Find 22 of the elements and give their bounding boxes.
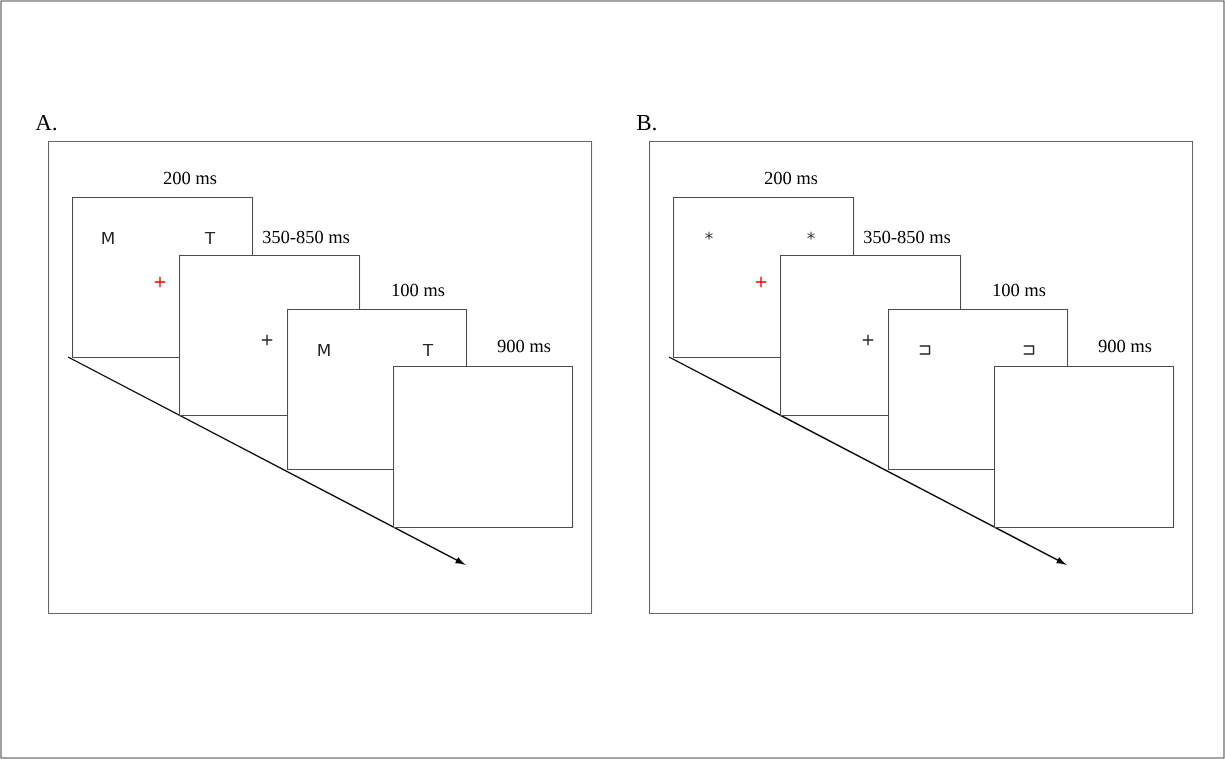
duration-label: 900 ms — [1098, 339, 1152, 353]
stimulus-symbol: T — [422, 343, 434, 357]
stimulus-symbol: T — [204, 231, 216, 245]
stimulus-symbol: + — [755, 276, 767, 288]
duration-label: 100 ms — [392, 283, 445, 297]
stimulus-symbol: ⊐ — [919, 345, 931, 355]
duration-label: 200 ms — [163, 171, 217, 185]
duration-label: 350-850 ms — [864, 230, 951, 244]
duration-label: 350-850 ms — [263, 230, 350, 244]
stimulus-symbol: M — [102, 231, 114, 245]
stimulus-symbol: * — [705, 231, 713, 240]
stimulus-symbol: ⊐ — [1023, 345, 1035, 355]
panel-label: A. — [35, 114, 57, 131]
duration-label: 900 ms — [497, 339, 551, 353]
stimulus-symbol: + — [261, 334, 273, 346]
panel-label: B. — [637, 115, 656, 131]
stimulus-symbol: + — [862, 334, 874, 346]
stimulus-symbol: M — [318, 343, 330, 357]
stimulus-symbol: * — [807, 231, 815, 240]
duration-label: 200 ms — [764, 171, 818, 185]
stimulus-symbol: + — [154, 276, 166, 288]
duration-label: 100 ms — [993, 283, 1046, 297]
